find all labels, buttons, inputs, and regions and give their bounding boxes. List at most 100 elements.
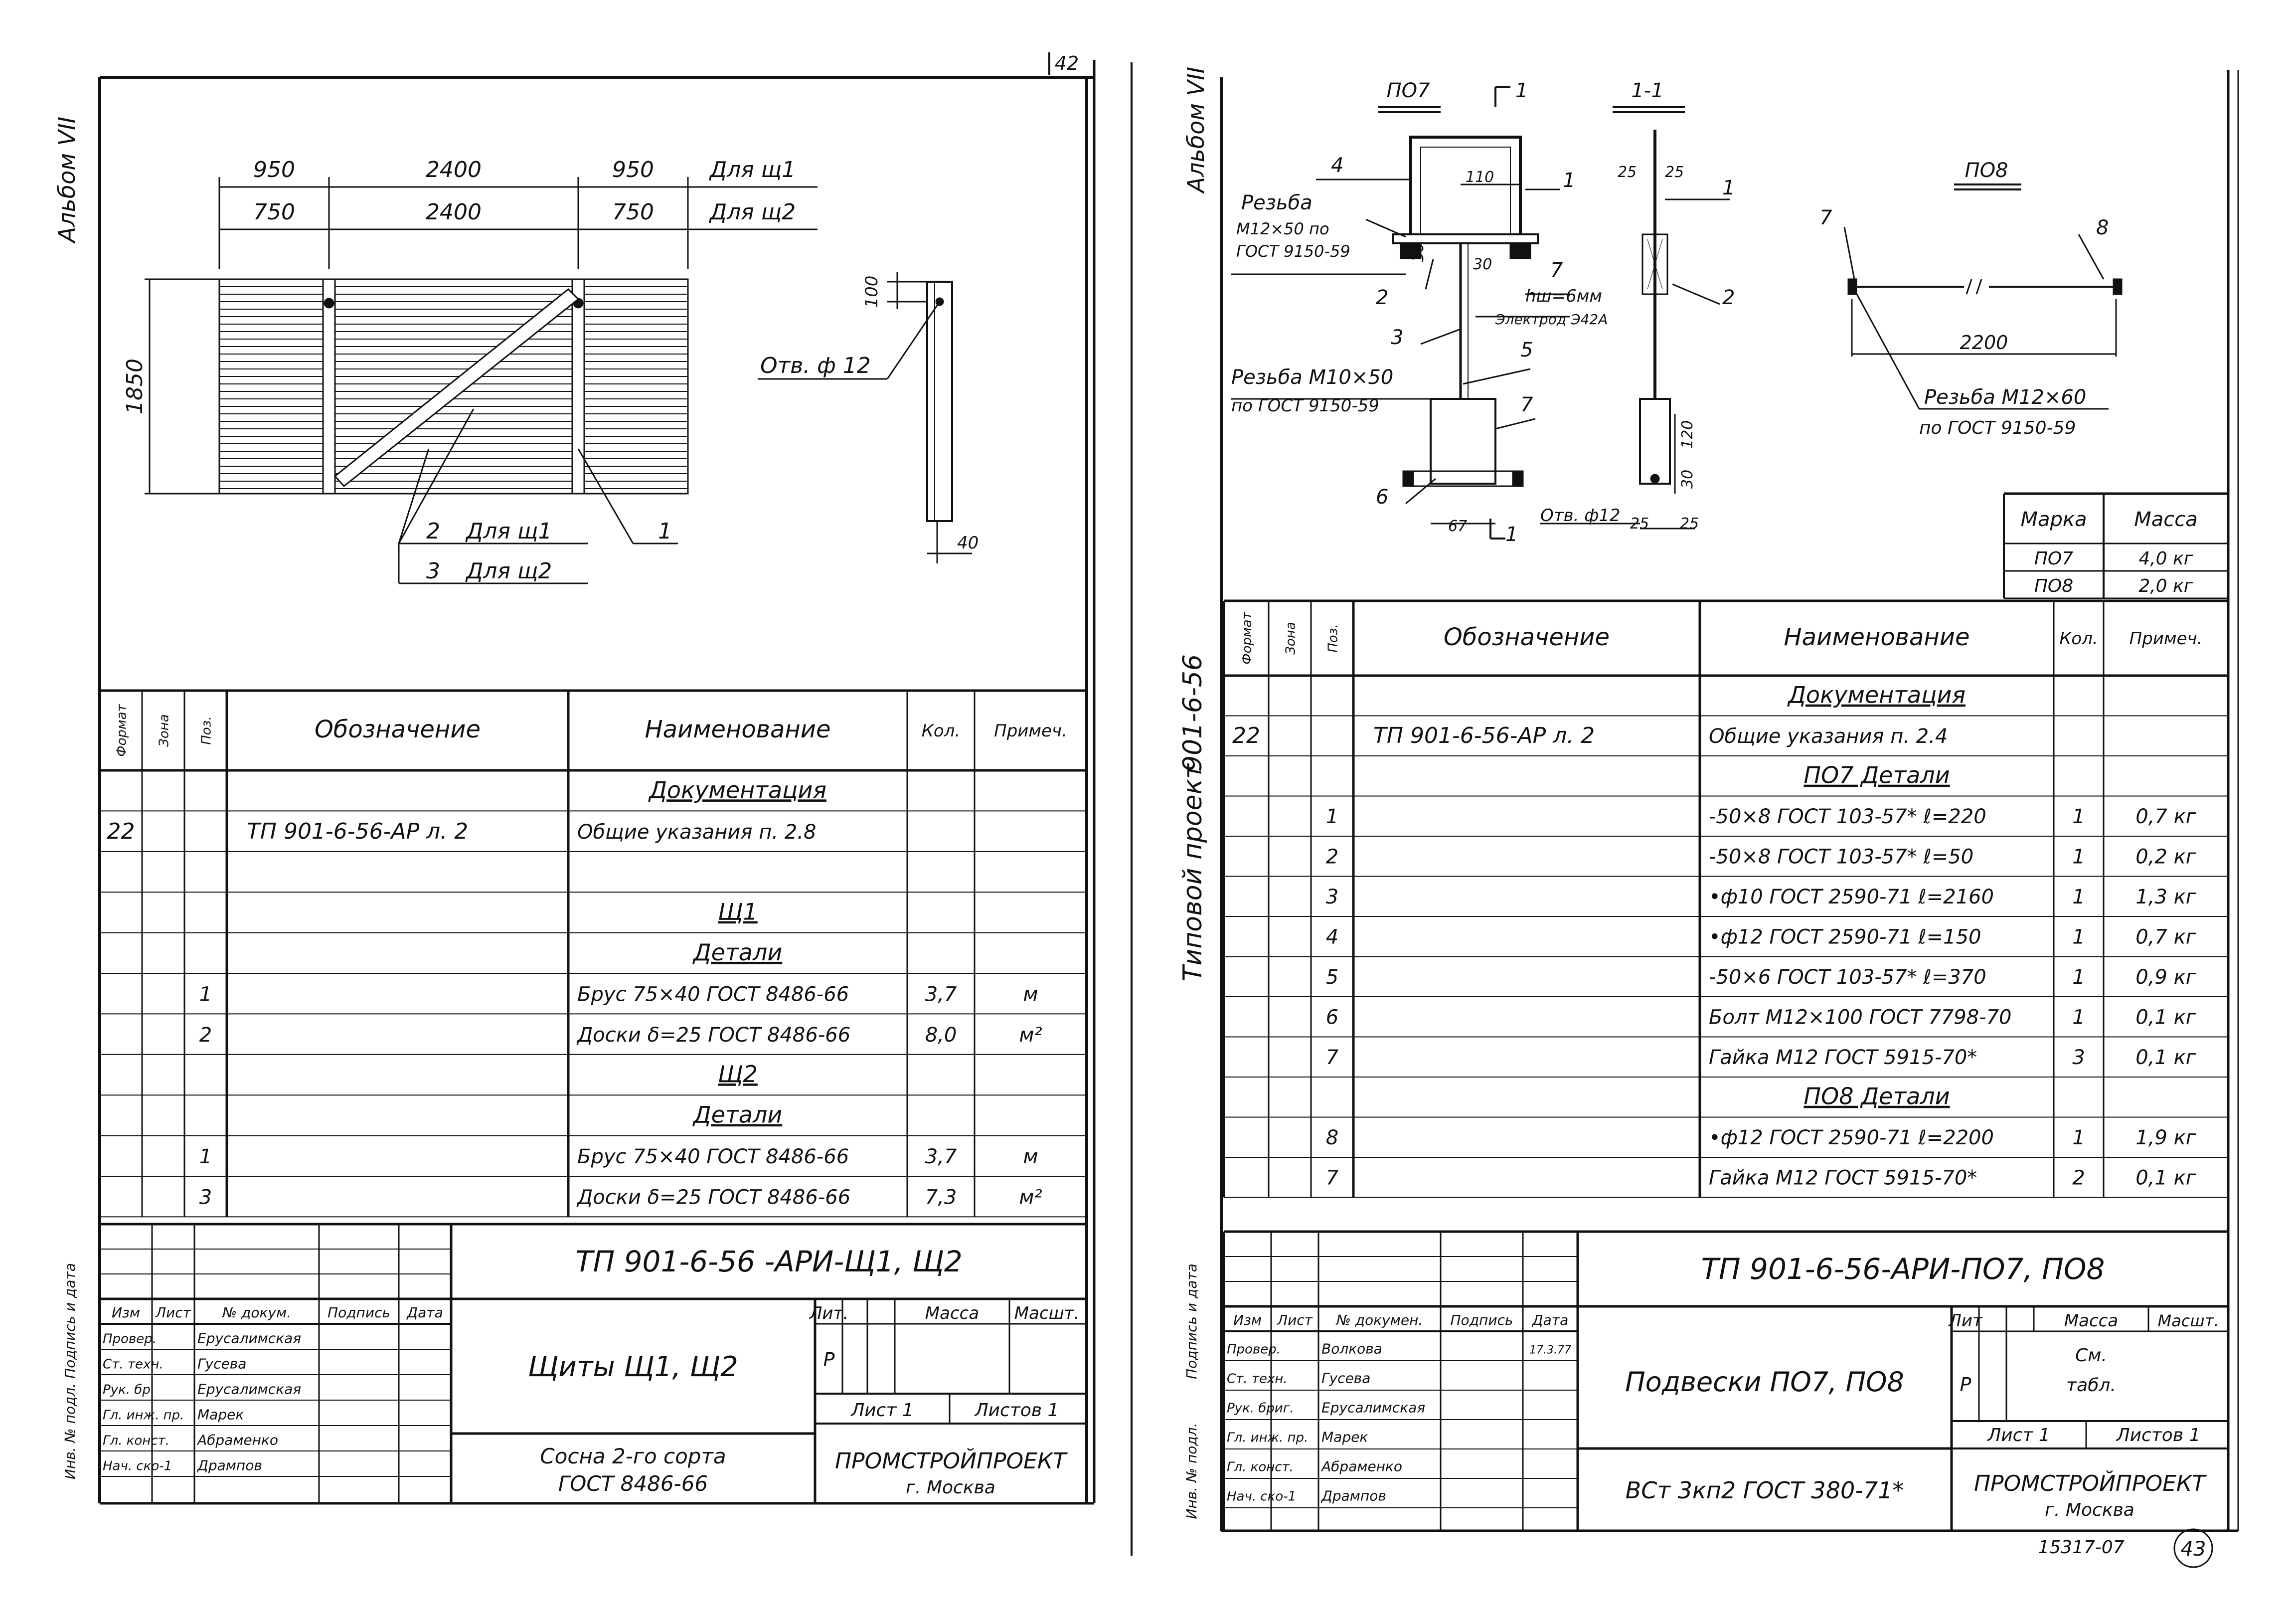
dim-950-right: 950 xyxy=(612,157,654,182)
stamp-lit-head: Лит. xyxy=(809,1303,848,1323)
cell-qty: 1 xyxy=(2072,1126,2085,1149)
stamp-title: Подвески ПО7, ПО8 xyxy=(1625,1366,1904,1398)
cell-pos: 1 xyxy=(199,1145,212,1168)
dim-30c: 30 xyxy=(1679,470,1696,489)
header-designation: Обозначение xyxy=(315,716,481,743)
hanger-drawing-text: ПО7 1 1-1 ПО8 Резьба М12×50 по ГОСТ 9150… xyxy=(1231,79,2109,546)
stamp-name: Дрампов xyxy=(196,1457,262,1473)
stamp-mass-head: Масса xyxy=(925,1303,979,1323)
dim-2400-shch1: 2400 xyxy=(426,157,482,182)
cell-pos: 6 xyxy=(1326,1006,1338,1029)
cell-name: Брус 75×40 ГОСТ 8486-66 xyxy=(577,1145,849,1168)
stamp-lit-value: Р xyxy=(823,1349,835,1371)
cell-name: •ф12 ГОСТ 2590-71 ℓ=150 xyxy=(1709,926,1981,949)
stamp-head-doc: № докумен. xyxy=(1335,1312,1423,1328)
stamp-name: Абраменко xyxy=(196,1432,278,1448)
cell-qty: 3,7 xyxy=(925,983,957,1006)
callout-3-text: Для щ2 xyxy=(465,558,552,584)
callout-2-text: Для щ1 xyxy=(465,519,552,544)
stamp-role: Рук. бр. xyxy=(103,1382,155,1397)
right-side-label-inv: Инв. № подл. xyxy=(1183,1423,1200,1519)
dim-30a: 30 xyxy=(1410,243,1427,262)
thread1-line3: ГОСТ 9150-59 xyxy=(1236,242,1350,261)
thread2-line2: по ГОСТ 9150-59 xyxy=(1231,396,1379,416)
pos-7-po8: 7 xyxy=(1819,206,1832,229)
stamp-name: Гусева xyxy=(197,1355,246,1372)
stamp-role: Рук. бриг. xyxy=(1227,1401,1294,1416)
stamp-head-doc: № докум. xyxy=(221,1304,291,1321)
weld-electrode: Электрод Э42А xyxy=(1495,311,1608,328)
cell-note: 1,3 кг xyxy=(2135,886,2196,908)
stamp-name: Ерусалимская xyxy=(197,1330,301,1346)
stamp-lit-value: Р xyxy=(1960,1374,1971,1396)
stamp-head-change: Изм xyxy=(1233,1312,1262,1328)
cell-section-title: Документация xyxy=(648,776,826,803)
cell-pos: 3 xyxy=(1326,886,1338,908)
header-note: Примеч. xyxy=(2130,629,2203,649)
stamp-role: Провер. xyxy=(103,1331,157,1346)
cell-pos: 7 xyxy=(1326,1167,1339,1190)
pos-4: 4 xyxy=(1331,154,1343,177)
cell-note: 0,1 кг xyxy=(2135,1046,2196,1069)
pos-5: 5 xyxy=(1520,339,1533,361)
dim-2200: 2200 xyxy=(1960,332,2008,354)
stamp-role: Ст. техн. xyxy=(103,1357,164,1372)
stamp-page-number: 43 xyxy=(2181,1538,2206,1561)
stamp-mass-note-1: См. xyxy=(2075,1345,2107,1366)
cell-pos: 8 xyxy=(1326,1126,1338,1149)
header-format: Формат xyxy=(1240,611,1255,664)
cell-name: •ф10 ГОСТ 2590-71 ℓ=2160 xyxy=(1709,886,1994,908)
right-album-label: Альбом VII xyxy=(1182,67,1209,194)
stamp-name: Марек xyxy=(1321,1429,1368,1445)
cell-section-title: Щ1 xyxy=(718,899,758,925)
thread2-line1: Резьба М10×50 xyxy=(1231,366,1393,389)
stamp-lit-head: Лит xyxy=(1948,1311,1983,1331)
cell-qty: 1 xyxy=(2072,886,2085,908)
cell-name: Гайка М12 ГОСТ 5915-70* xyxy=(1709,1046,1977,1069)
dim-25a: 25 xyxy=(1618,164,1637,181)
cell-name: -50×6 ГОСТ 103-57* ℓ=370 xyxy=(1709,966,1986,989)
stamp-sheet: Лист 1 xyxy=(850,1400,914,1421)
cell-pos: 2 xyxy=(199,1024,212,1047)
dim-1850: 1850 xyxy=(122,359,148,414)
hanger-drawing xyxy=(1231,86,2123,540)
left-sheet xyxy=(98,52,1096,1505)
dim-950-left: 950 xyxy=(253,157,295,182)
cell-note: 0,1 кг xyxy=(2135,1006,2196,1029)
cell-pos: 1 xyxy=(199,983,212,1006)
cell-section-title: Щ2 xyxy=(718,1061,758,1087)
dim-25c: 25 xyxy=(1630,515,1649,533)
stamp-scale-head: Масшт. xyxy=(2158,1311,2219,1330)
weld-size: hш=6мм xyxy=(1525,286,1602,306)
cell-section-title: Документация xyxy=(1787,682,1966,709)
stamp-name: Волкова xyxy=(1321,1340,1382,1357)
stamp-head-sign: Подпись xyxy=(1451,1312,1513,1328)
title-po8: ПО8 xyxy=(1965,159,2008,182)
cell-note: 0,7 кг xyxy=(2135,805,2196,828)
section-mark-bottom: 1 xyxy=(1505,523,1518,546)
cell-name: •ф12 ГОСТ 2590-71 ℓ=2200 xyxy=(1709,1126,1994,1149)
stamp-city: г. Москва xyxy=(906,1477,995,1498)
dim-750-right: 750 xyxy=(612,199,654,225)
label-for-shch2: Для щ2 xyxy=(709,199,796,225)
stamp-head-date: Дата xyxy=(406,1304,443,1321)
dim-110: 110 xyxy=(1466,169,1494,186)
stamp-name: Абраменко xyxy=(1320,1458,1402,1474)
cell-qty: 1 xyxy=(2072,846,2085,869)
thread1-line1: Резьба xyxy=(1241,191,1312,214)
cell-qty: 2 xyxy=(2072,1167,2085,1190)
cell-name: -50×8 ГОСТ 103-57* ℓ=50 xyxy=(1709,846,1973,869)
header-name: Наименование xyxy=(645,716,830,743)
stamp-name: Дрампов xyxy=(1320,1487,1386,1504)
title-underlines xyxy=(1378,106,2021,190)
header-pos: Поз. xyxy=(199,716,214,745)
section-mark: 1 xyxy=(1515,79,1528,102)
cell-name: -50×8 ГОСТ 103-57* ℓ=220 xyxy=(1709,805,1986,828)
stamp-role: Гл. инж. пр. xyxy=(103,1408,184,1423)
header-designation: Обозначение xyxy=(1444,623,1610,651)
dim-120: 120 xyxy=(1679,420,1696,449)
